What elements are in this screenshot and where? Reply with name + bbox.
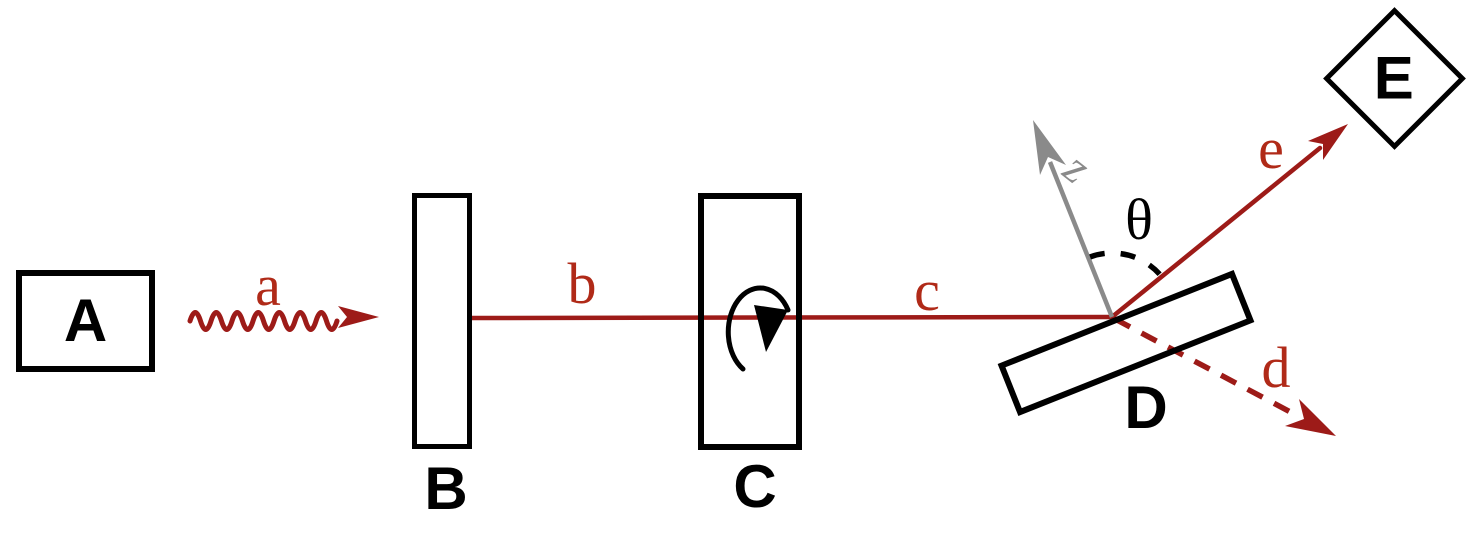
transmitted-ray-line: [1113, 316, 1300, 419]
wavy-photon-arrow: [187, 310, 340, 332]
rotation-arrow: [725, 285, 791, 372]
reflected-arrowhead-icon: [1308, 124, 1348, 160]
plate-b-label: B: [424, 455, 468, 522]
ray-a-label: a: [255, 253, 281, 318]
ray-e-label: e: [1258, 116, 1284, 181]
detector-label: E: [1374, 44, 1415, 112]
source-label: A: [63, 287, 108, 354]
ray-b-label: b: [567, 251, 597, 316]
transmitted-arrowhead-icon: [1285, 399, 1336, 436]
ray-d-label: d: [1261, 335, 1291, 400]
ray-c-label: c: [914, 258, 940, 323]
tilted-plate-d-label: D: [1124, 374, 1168, 441]
normal-axis-line: [1047, 161, 1115, 318]
beam-line: [467, 314, 1117, 321]
rotation-arrowhead-icon: [754, 305, 788, 352]
angle-arc: [1089, 250, 1162, 277]
rotator-c-label: C: [733, 453, 777, 520]
plate-b-rect: [412, 193, 472, 449]
rotator-c-rect: [698, 193, 802, 450]
reflected-ray-line: [1109, 145, 1323, 320]
angle-theta-label: θ: [1125, 187, 1153, 252]
normal-arrowhead-icon: [1033, 120, 1066, 175]
wavy-arrowhead-icon: [338, 306, 379, 328]
source-box: A: [16, 270, 155, 372]
